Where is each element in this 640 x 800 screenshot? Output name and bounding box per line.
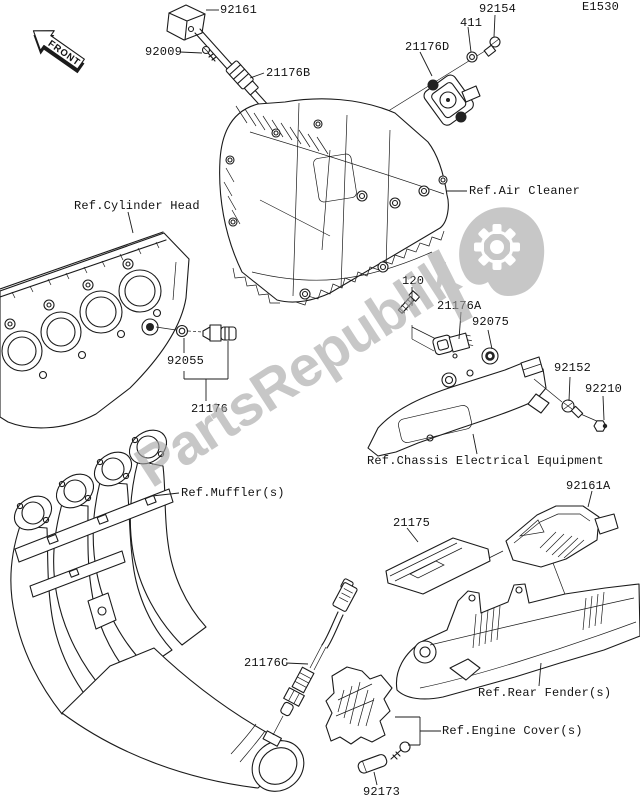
- part-label-21176D: 21176D: [405, 40, 450, 54]
- ref-label-muffler: Ref.Muffler(s): [181, 486, 285, 500]
- part-label-21176: 21176: [191, 402, 229, 416]
- leader-lines: [127, 9, 605, 786]
- chassis-electrical-drawing: [367, 290, 608, 457]
- ref-label-engine-cover: Ref.Engine Cover(s): [442, 724, 583, 738]
- part-label-21176C: 21176C: [244, 656, 289, 670]
- part-label-92075: 92075: [472, 315, 510, 329]
- part-label-92161: 92161: [220, 3, 258, 17]
- part-label-120: 120: [402, 274, 425, 288]
- air-cleaner-drawing: [219, 98, 449, 306]
- ref-label-chassis-electrical: Ref.Chassis Electrical Equipment: [367, 454, 604, 468]
- part-label-92009: 92009: [145, 45, 183, 59]
- part-label-21176A: 21176A: [437, 299, 482, 313]
- part-label-92152: 92152: [554, 361, 592, 375]
- engine-cover-bracket-drawing: [325, 666, 411, 774]
- part-label-411: 411: [460, 16, 483, 30]
- part-label-92055: 92055: [167, 354, 205, 368]
- page-code: E1530: [582, 0, 620, 14]
- ref-label-air-cleaner: Ref.Air Cleaner: [469, 184, 581, 198]
- front-arrow: FRONT: [32, 30, 85, 74]
- ref-label-cylinder-head: Ref.Cylinder Head: [74, 199, 200, 213]
- ecu-bracket-drawing: [505, 505, 619, 598]
- part-label-92161A: 92161A: [566, 479, 611, 493]
- part-label-92154: 92154: [479, 2, 517, 16]
- cylinder-head-drawing: [0, 231, 190, 429]
- muffler-drawing: [10, 429, 305, 792]
- oxygen-sensor-drawing: [272, 578, 358, 736]
- part-label-92210: 92210: [585, 382, 623, 396]
- water-temperature-sensor-drawing: [155, 324, 237, 342]
- part-label-21175: 21175: [393, 516, 431, 530]
- rear-fender-drawing: [395, 583, 640, 700]
- intake-air-pressure-sensor-drawing: [376, 36, 501, 126]
- ref-label-rear-fender: Ref.Rear Fender(s): [478, 686, 612, 700]
- ecu-drawing: [385, 537, 504, 595]
- part-label-92173: 92173: [363, 785, 401, 799]
- part-label-21176B: 21176B: [266, 66, 311, 80]
